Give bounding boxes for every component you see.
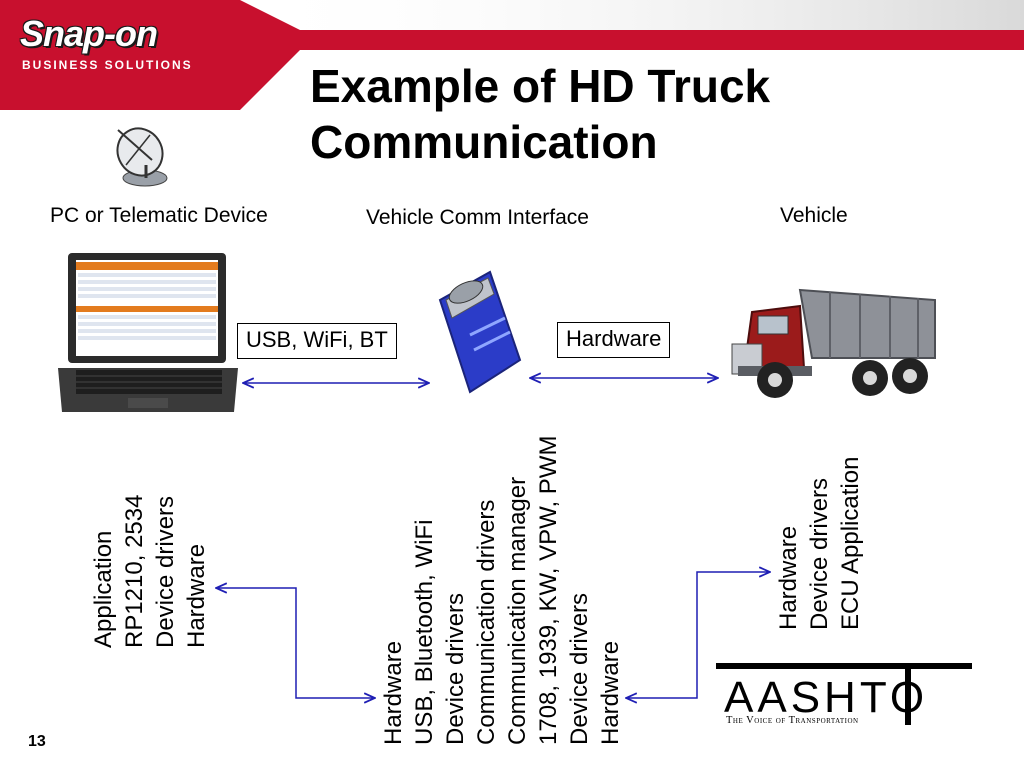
title-line-1: Example of HD Truck [310,60,771,112]
stack-item: ECU Application [837,456,864,630]
label-usb-wifi-bt: USB, WiFi, BT [237,323,397,359]
stack-vehicle: Hardware Device drivers ECU Application [773,457,866,630]
aashto-wordmark: AASHTO [724,673,928,722]
label-hardware-link: Hardware [557,322,671,358]
stack-item: RP1210, 2534 [121,494,148,648]
stack-item: Device drivers [566,592,593,745]
stack-item: Communication drivers [473,499,500,745]
stack-item: USB, Bluetooth, WiFi [411,519,438,745]
stack-item: Hardware [380,640,407,745]
header-banner [0,0,1024,110]
stack-item: Communication manager [504,476,531,745]
arrow-stack-pc-vci [216,588,375,698]
aashto-tagline: The Voice of Transportation [726,715,859,726]
logo-subtitle: BUSINESS SOLUTIONS [22,58,193,72]
stack-item: Hardware [183,543,210,648]
stack-item: Hardware [597,640,624,745]
stack-item: Device drivers [442,592,469,745]
label-vehicle: Vehicle [780,204,848,227]
label-vci: Vehicle Comm Interface [366,206,589,229]
snapon-logo: Snap-on [20,13,158,54]
stack-vci: Hardware USB, Bluetooth, WiFi Device dri… [378,436,626,745]
stack-item: Device drivers [152,495,179,648]
title-line-2: Communication [310,116,658,168]
page-number: 13 [28,733,46,750]
stack-item: 1708, 1939, KW, VPW, PWM [535,435,562,745]
stack-item: Hardware [775,525,802,630]
label-pc-device: PC or Telematic Device [50,204,268,227]
stack-pc: Application RP1210, 2534 Device drivers … [88,495,212,648]
arrow-stack-vci-vehicle [626,572,770,698]
stack-item: Application [90,530,117,648]
stack-item: Device drivers [806,477,833,630]
page-title: Example of HD Truck Communication [310,58,910,170]
